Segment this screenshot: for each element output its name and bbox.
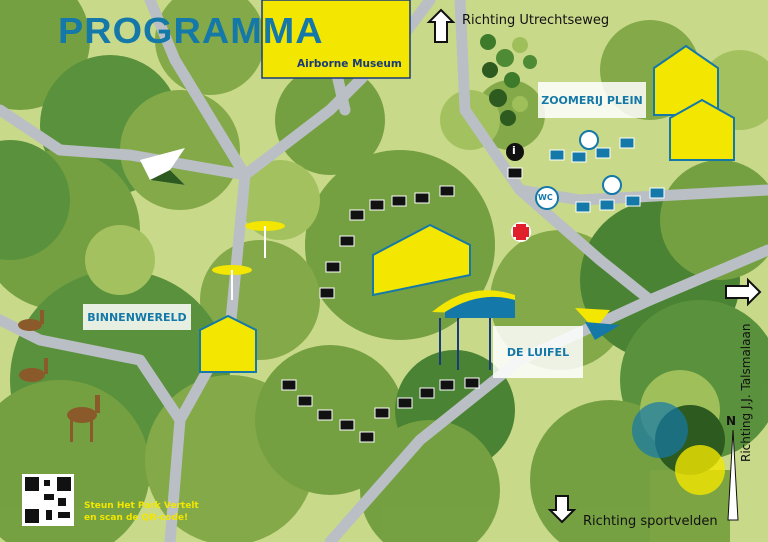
direction-utrechtseweg: Richting Utrechtseweg — [462, 13, 610, 28]
binnenwereld-building — [199, 314, 257, 373]
direction-sportvelden: Richting sportvelden — [583, 514, 718, 529]
page-title: PROGRAMMA — [58, 10, 324, 51]
de-luifel-label[interactable]: DE LUIFEL — [493, 326, 583, 378]
binnenwereld-label[interactable]: BINNENWERELD — [83, 304, 191, 330]
wc-icon[interactable] — [535, 186, 559, 210]
info-icon[interactable] — [506, 143, 524, 161]
direction-talsmalaan: Richting J.J. Talsmalaan — [739, 323, 753, 462]
small-trees — [480, 34, 537, 126]
food-icons — [579, 130, 622, 195]
airborne-museum-label: Airborne Museum — [297, 58, 402, 70]
bird-logo — [140, 148, 185, 185]
deer-group — [18, 310, 100, 442]
qr-caption-line2: en scan de QR-code! — [84, 513, 189, 523]
north-pointer — [727, 429, 739, 521]
bird-logo-2 — [575, 308, 620, 340]
qr-caption-line1: Steun Het Park Vertelt — [84, 501, 199, 511]
central-tent — [372, 223, 471, 297]
north-label: N — [726, 414, 737, 428]
stylized-tree — [632, 370, 730, 542]
market-stalls — [281, 167, 523, 443]
qr-code[interactable] — [22, 474, 74, 526]
airborne-museum-building[interactable] — [261, 0, 411, 79]
building-zoomerij-2 — [669, 98, 735, 161]
qr-caption: Steun Het Park Vertelt en scan de QR-cod… — [84, 500, 199, 524]
zoomerij-plein-label[interactable]: ZOOMERIJ PLEIN — [538, 82, 646, 118]
building-zoomerij-1 — [653, 44, 719, 116]
blue-stalls — [549, 137, 665, 213]
parasols — [212, 221, 285, 300]
info-label: i — [512, 144, 516, 157]
yellow-buildings[interactable] — [199, 44, 735, 373]
direction-arrows — [426, 8, 762, 524]
first-aid-icon[interactable] — [511, 222, 531, 242]
wc-label: WC — [538, 193, 553, 202]
de-luifel-canopy[interactable] — [432, 290, 515, 370]
